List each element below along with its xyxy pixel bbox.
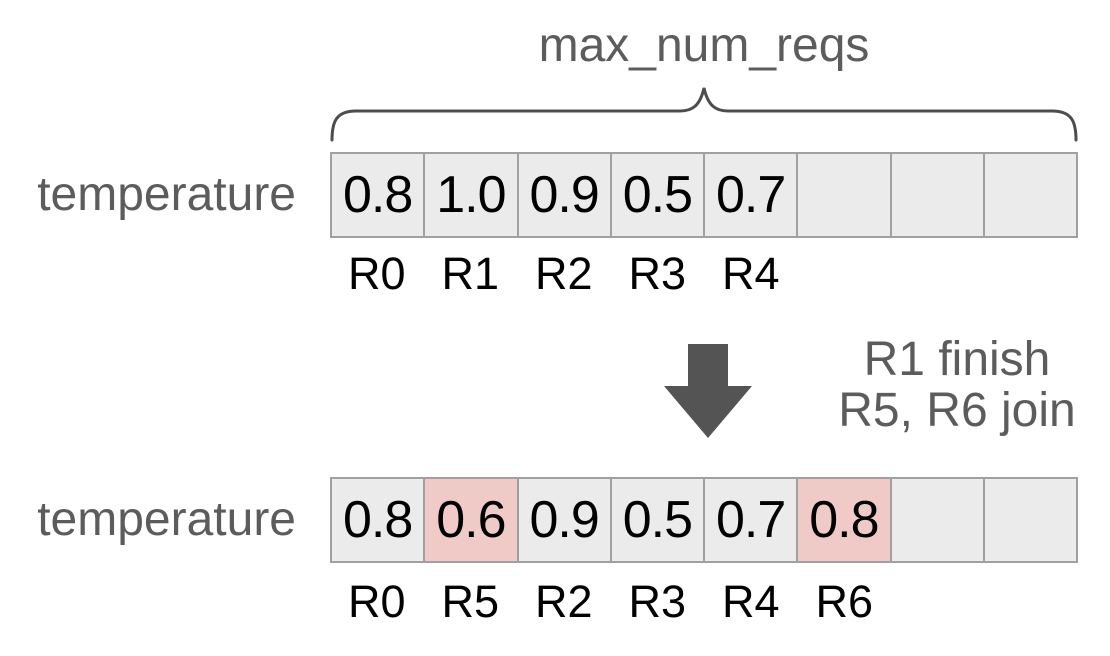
temperature-cell: 0.9 xyxy=(518,479,612,561)
transition-note-line2: R5, R6 join xyxy=(838,384,1076,437)
curly-brace-icon xyxy=(330,87,1078,142)
temperature-cell-empty xyxy=(984,154,1076,236)
transition-note-line1: R1 finish xyxy=(863,333,1051,386)
temperature-cell-highlighted: 0.6 xyxy=(425,479,519,561)
request-label: R3 xyxy=(628,248,687,299)
temperature-row-label: temperature xyxy=(37,168,296,221)
temperature-cell-empty xyxy=(798,154,892,236)
temperature-cell-empty xyxy=(984,479,1076,561)
max-num-reqs-label: max_num_reqs xyxy=(538,19,870,72)
request-label: R3 xyxy=(628,576,687,627)
transition-note: R1 finish R5, R6 join xyxy=(832,334,1082,436)
temperature-cell: 1.0 xyxy=(425,154,519,236)
temperature-array-after: 0.8 0.6 0.9 0.5 0.7 0.8 xyxy=(330,477,1078,563)
request-labels-before: R0 R1 R2 R3 R4 xyxy=(330,251,1078,296)
temperature-cell: 0.9 xyxy=(518,154,612,236)
request-label: R4 xyxy=(721,576,780,627)
request-label xyxy=(798,251,892,296)
request-label xyxy=(891,251,985,296)
request-label xyxy=(985,579,1079,624)
down-arrow-icon xyxy=(664,344,752,438)
temperature-cell: 0.5 xyxy=(611,154,705,236)
temperature-cell-empty xyxy=(891,479,985,561)
temperature-cell: 0.8 xyxy=(332,479,426,561)
temperature-array-before: 0.8 1.0 0.9 0.5 0.7 xyxy=(330,152,1078,238)
request-label xyxy=(985,251,1079,296)
request-label: R0 xyxy=(347,248,406,299)
temperature-cell: 0.5 xyxy=(611,479,705,561)
request-label: R0 xyxy=(347,576,406,627)
temperature-cell-highlighted: 0.8 xyxy=(798,479,892,561)
request-label: R4 xyxy=(721,248,780,299)
request-label: R2 xyxy=(534,576,593,627)
request-label xyxy=(891,579,985,624)
temperature-cell: 0.7 xyxy=(705,154,799,236)
request-label: R1 xyxy=(441,248,500,299)
temperature-cell: 0.8 xyxy=(332,154,426,236)
temperature-row-label: temperature xyxy=(37,493,296,546)
request-label: R2 xyxy=(534,248,593,299)
request-label: R5 xyxy=(441,576,500,627)
request-labels-after: R0 R5 R2 R3 R4 R6 xyxy=(330,579,1078,624)
request-label: R6 xyxy=(815,576,874,627)
temperature-cell: 0.7 xyxy=(705,479,799,561)
temperature-cell-empty xyxy=(891,154,985,236)
